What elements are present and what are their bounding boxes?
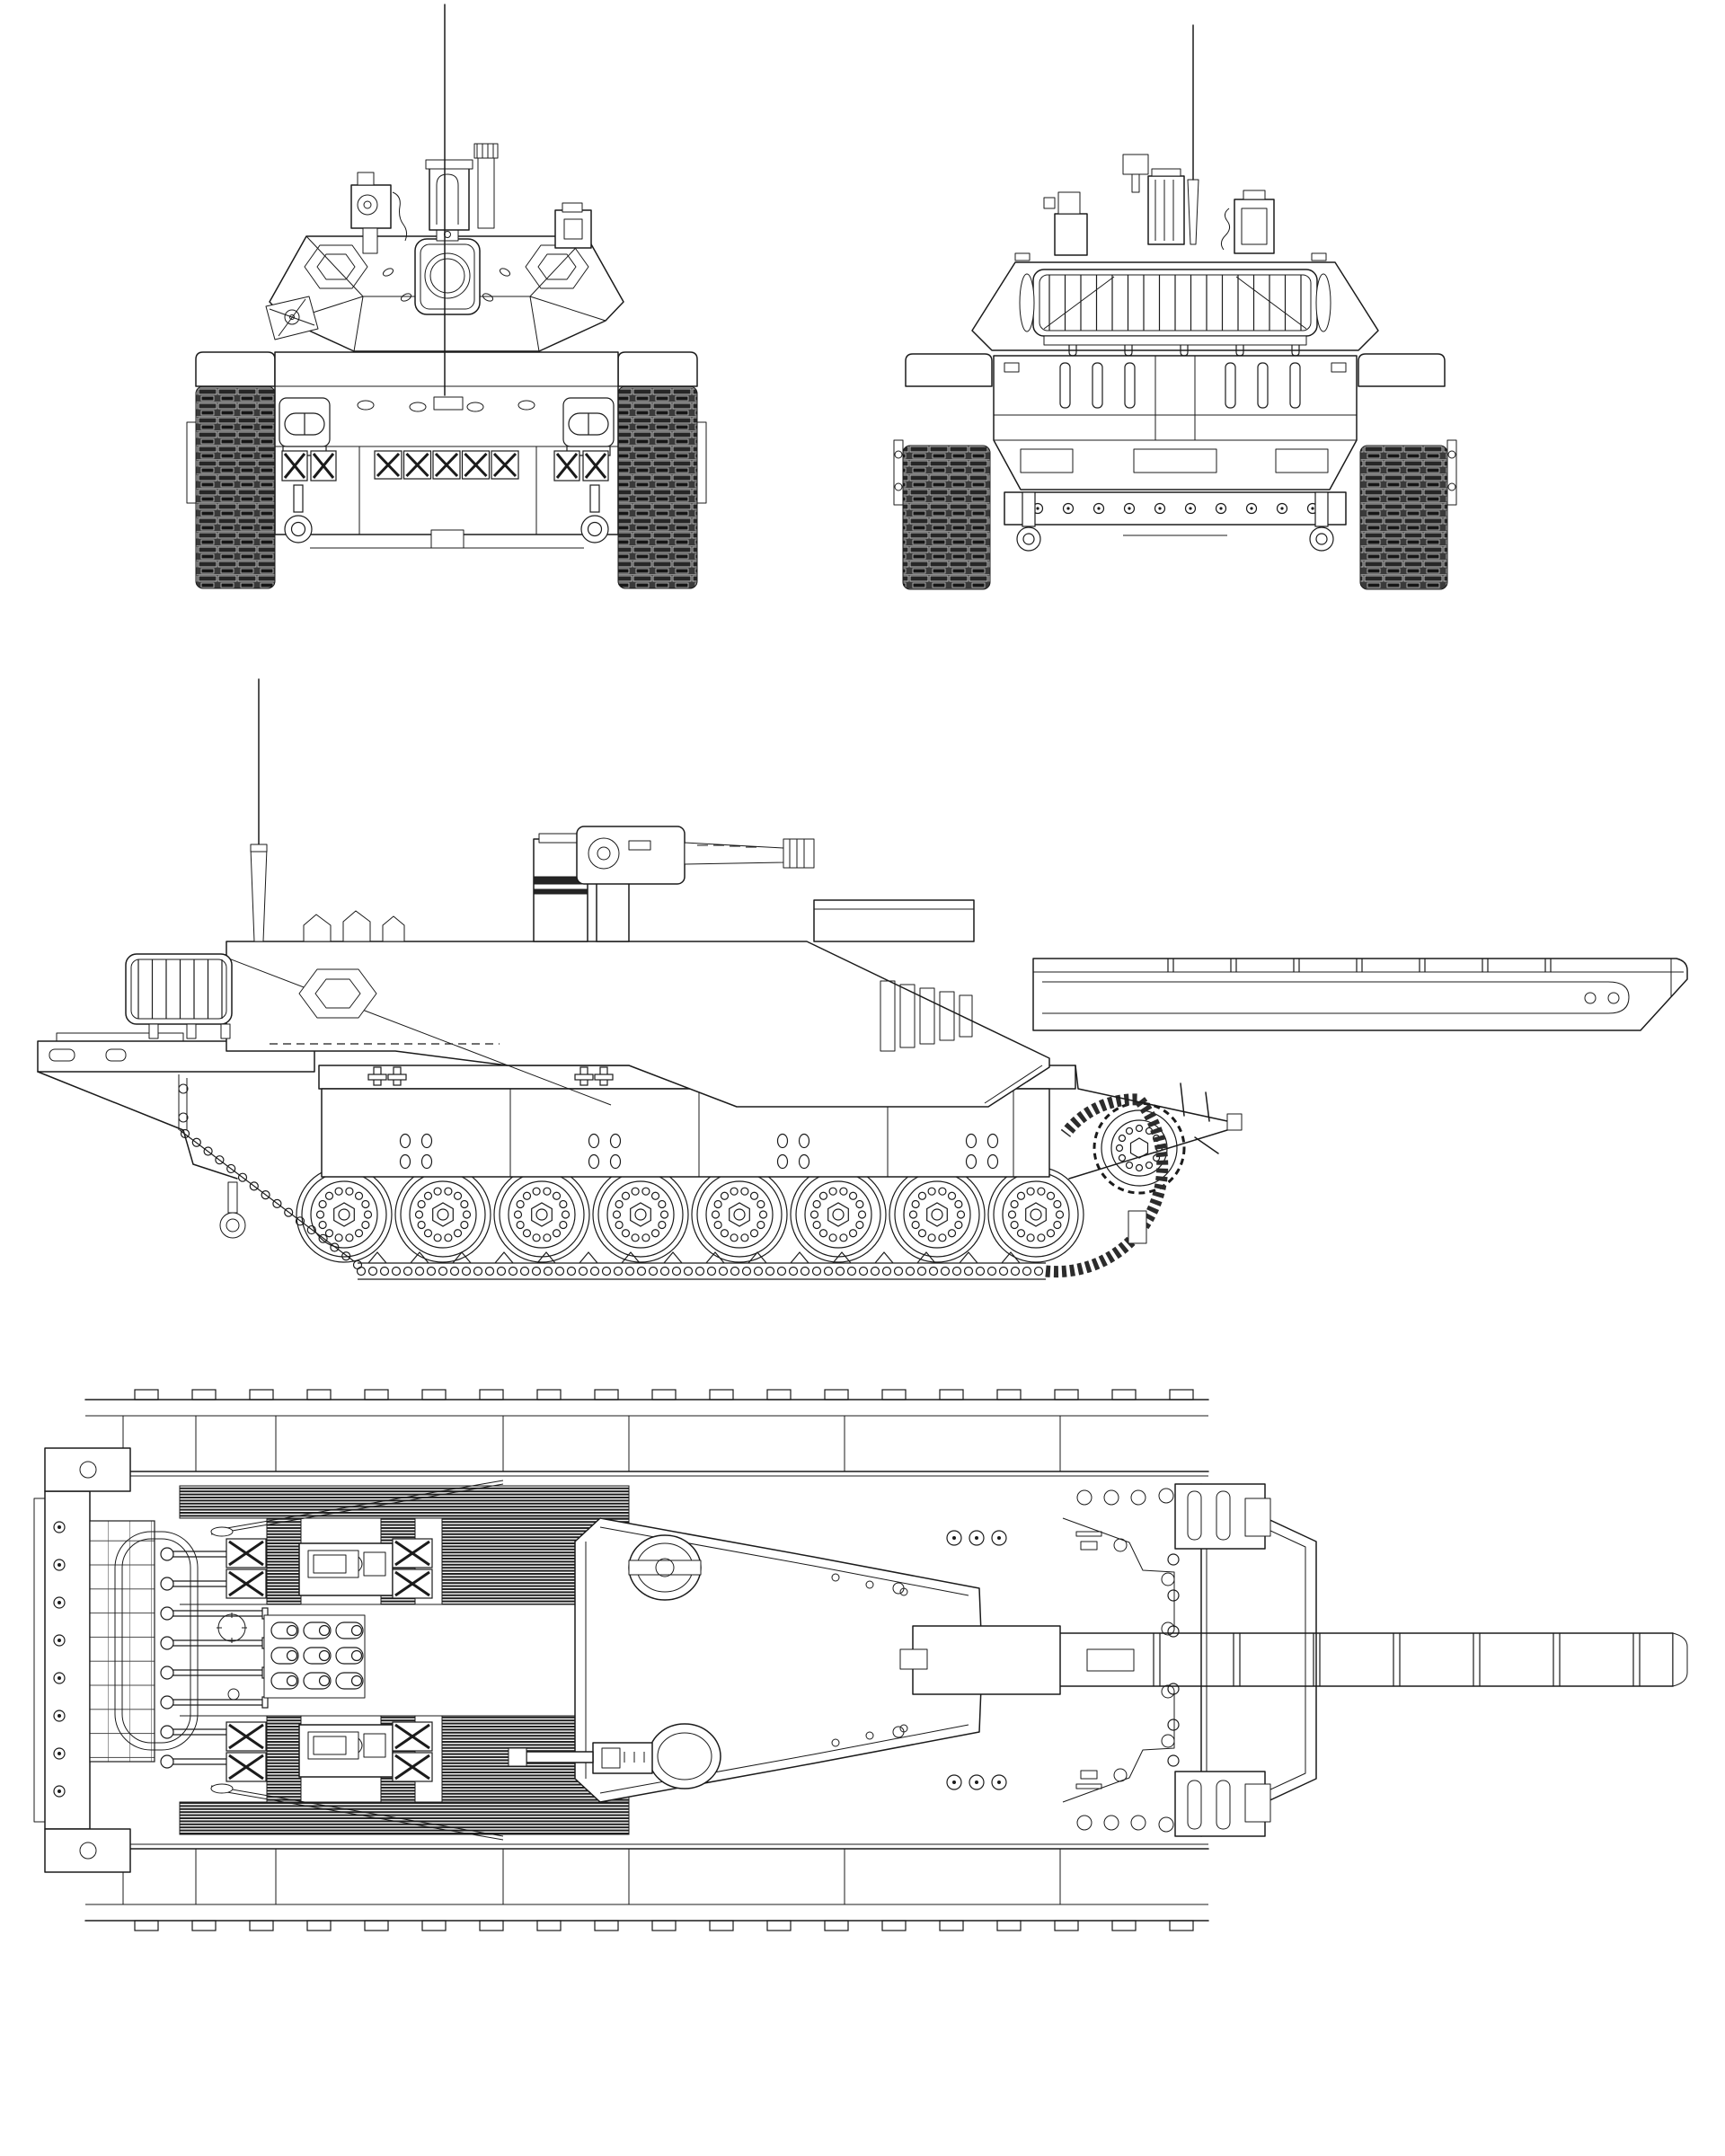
front-left-fender xyxy=(195,351,276,387)
front-right-track xyxy=(617,385,698,589)
plan-mantlet-collar xyxy=(912,1625,1061,1695)
plan-aps-tubes xyxy=(270,1621,364,1690)
side-rws-head xyxy=(576,826,686,885)
side-hex-panel xyxy=(298,968,377,1019)
side-mantlet-rings xyxy=(880,980,973,1052)
front-hatch-latch xyxy=(433,396,464,411)
front-headlights xyxy=(279,397,615,456)
plan-barrel-segments xyxy=(1153,1633,1641,1686)
rear-sensor-box xyxy=(1234,199,1275,254)
plan-support-arm xyxy=(210,1480,504,1535)
rear-tow-shackles xyxy=(1016,491,1334,552)
rear-periscope xyxy=(1122,154,1149,175)
side-nose-tooth xyxy=(1226,1113,1243,1131)
side-barrel-segments xyxy=(1167,959,1552,972)
front-tow-shackles xyxy=(284,484,609,543)
rear-commander-sight xyxy=(1147,175,1185,245)
side-rear-plate xyxy=(37,1071,238,1180)
plan-headlight-bracket-bottom xyxy=(1174,1771,1271,1837)
front-view xyxy=(186,4,707,589)
front-era-blocks xyxy=(281,450,609,482)
side-view xyxy=(37,678,1688,1280)
side-stowage-box xyxy=(813,899,975,942)
plan-x-hatches xyxy=(226,1538,433,1782)
rear-sensor-cable xyxy=(1220,208,1231,251)
side-antenna-base xyxy=(250,847,268,942)
side-turret xyxy=(226,941,1050,1108)
side-periscope-wedge xyxy=(303,914,332,942)
plan-headlight-bracket-top xyxy=(1174,1483,1271,1550)
rear-rack-slats xyxy=(1048,275,1302,331)
front-left-hex-panel xyxy=(304,244,368,289)
plan-radiator-band xyxy=(179,1485,630,1519)
front-rws-mast xyxy=(362,227,378,254)
plan-rear-plate-bolts xyxy=(53,1521,66,1798)
front-sensor-box xyxy=(554,209,592,249)
rear-left-taillight xyxy=(1004,362,1020,373)
front-commander-sight xyxy=(429,166,470,231)
rear-vent-slots xyxy=(1059,362,1301,409)
plan-aps-cluster-frame xyxy=(263,1614,366,1699)
front-snorkel-cap xyxy=(473,143,499,159)
rear-right-fender xyxy=(1358,353,1446,387)
rear-lower-plate xyxy=(1004,491,1347,526)
side-rws-pedestal xyxy=(596,876,630,942)
side-gun-barrel xyxy=(1032,958,1688,1031)
side-rack-slats xyxy=(137,959,223,1019)
side-mudflap xyxy=(1128,1210,1147,1244)
rear-antenna-base xyxy=(1187,179,1199,245)
front-gun-sight-aperture xyxy=(424,252,471,299)
plan-fuel-cap xyxy=(217,1613,246,1642)
side-track xyxy=(179,1093,1169,1280)
front-hull-plate xyxy=(274,351,619,535)
rear-rws xyxy=(1054,213,1088,256)
side-glacis-upper xyxy=(1075,1065,1228,1122)
plan-view xyxy=(33,1389,1688,1931)
front-right-hex-panel xyxy=(525,244,589,289)
rear-hull-plate xyxy=(993,355,1358,490)
side-road-wheels xyxy=(296,1166,1084,1263)
rear-left-track xyxy=(902,445,991,590)
rear-rack-hooks xyxy=(1068,345,1300,357)
front-rws-cable xyxy=(392,191,408,242)
rear-right-track xyxy=(1359,445,1448,590)
rear-view xyxy=(893,24,1457,590)
side-bustle-rack xyxy=(125,953,233,1025)
front-left-track-guard xyxy=(186,421,197,504)
plan-driver-periscopes xyxy=(946,1530,1007,1790)
front-right-fender xyxy=(617,351,698,387)
front-left-track xyxy=(195,385,276,589)
front-center-step xyxy=(430,529,464,549)
side-skirt-holes xyxy=(399,1133,999,1170)
plan-rws-mount xyxy=(648,1723,721,1789)
rear-left-fender xyxy=(905,353,993,387)
plan-gun-barrel xyxy=(980,1632,1674,1687)
side-rear-tow-eye xyxy=(219,1212,246,1239)
rear-right-taillight xyxy=(1331,362,1347,373)
plan-glacis-bolts xyxy=(1167,1553,1180,1767)
plan-rws-gun xyxy=(526,1751,594,1763)
front-right-track-guard xyxy=(696,421,707,504)
plan-rear-plate xyxy=(44,1490,91,1830)
